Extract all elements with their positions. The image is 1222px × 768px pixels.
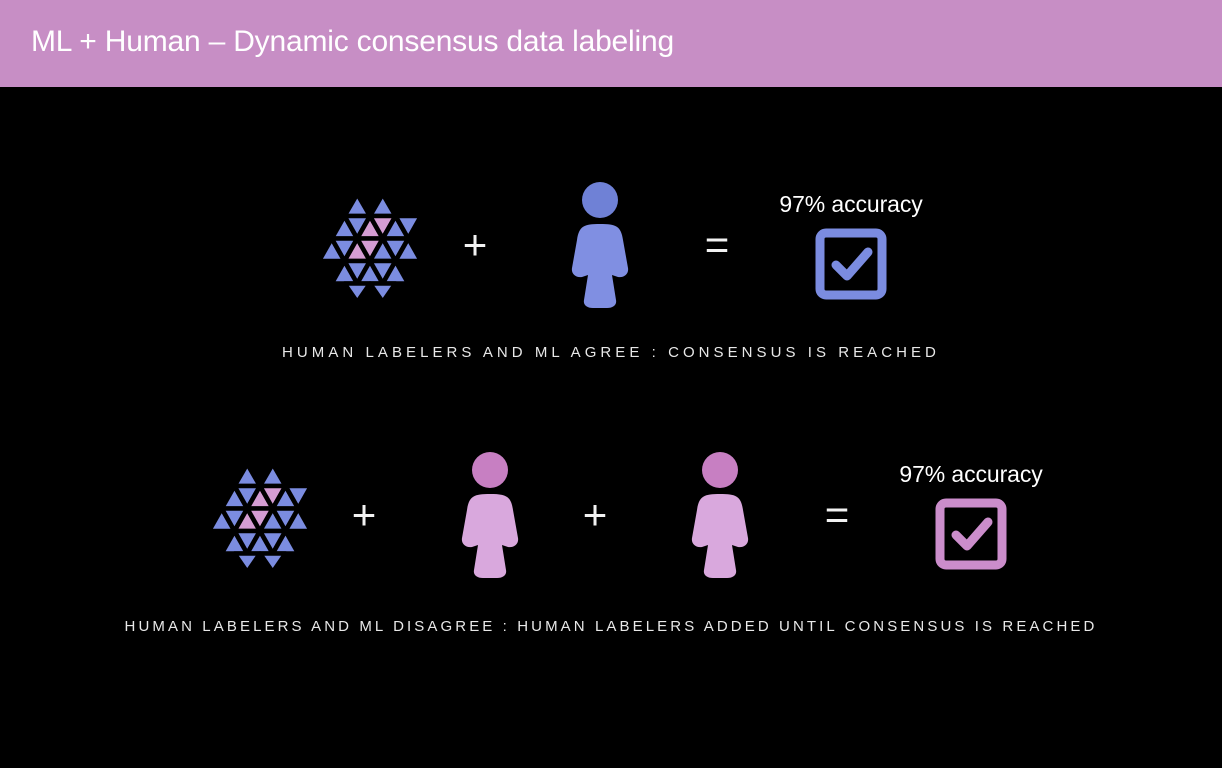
accuracy-label-2: 97% accuracy <box>899 460 1043 487</box>
diagram-stage: + = 97% accuracy <box>0 87 1222 768</box>
person-icon <box>440 415 540 615</box>
operator-plus-2a: + <box>351 491 377 538</box>
person-icon <box>670 415 770 615</box>
operator-equals-2: = <box>824 491 850 538</box>
accuracy-label-1: 97% accuracy <box>779 190 923 217</box>
operator-plus-2b: + <box>582 491 608 538</box>
operator-equals-1: = <box>704 221 730 268</box>
checked-checkbox-icon <box>935 498 1007 569</box>
caption-consensus-reached: HUMAN LABELERS AND ML AGREE : CONSENSUS … <box>282 344 940 361</box>
operator-plus-1: + <box>462 221 488 268</box>
person-icon <box>550 145 650 345</box>
checked-checkbox-icon <box>815 228 887 299</box>
slide-header-bar: ML + Human – Dynamic consensus data labe… <box>0 0 1222 87</box>
ml-hexagon-logo-icon <box>200 415 320 615</box>
result-group-2: 97% accuracy <box>899 415 1043 615</box>
result-group-1: 97% accuracy <box>779 145 923 345</box>
diagram-row-consensus-reached: + = 97% accuracy <box>0 145 1222 345</box>
page-title: ML + Human – Dynamic consensus data labe… <box>31 25 674 58</box>
diagram-row-consensus-not-reached: + + = <box>0 415 1222 615</box>
caption-consensus-not-reached: HUMAN LABELERS AND ML DISAGREE : HUMAN L… <box>124 618 1098 635</box>
ml-hexagon-logo-icon <box>310 145 430 345</box>
